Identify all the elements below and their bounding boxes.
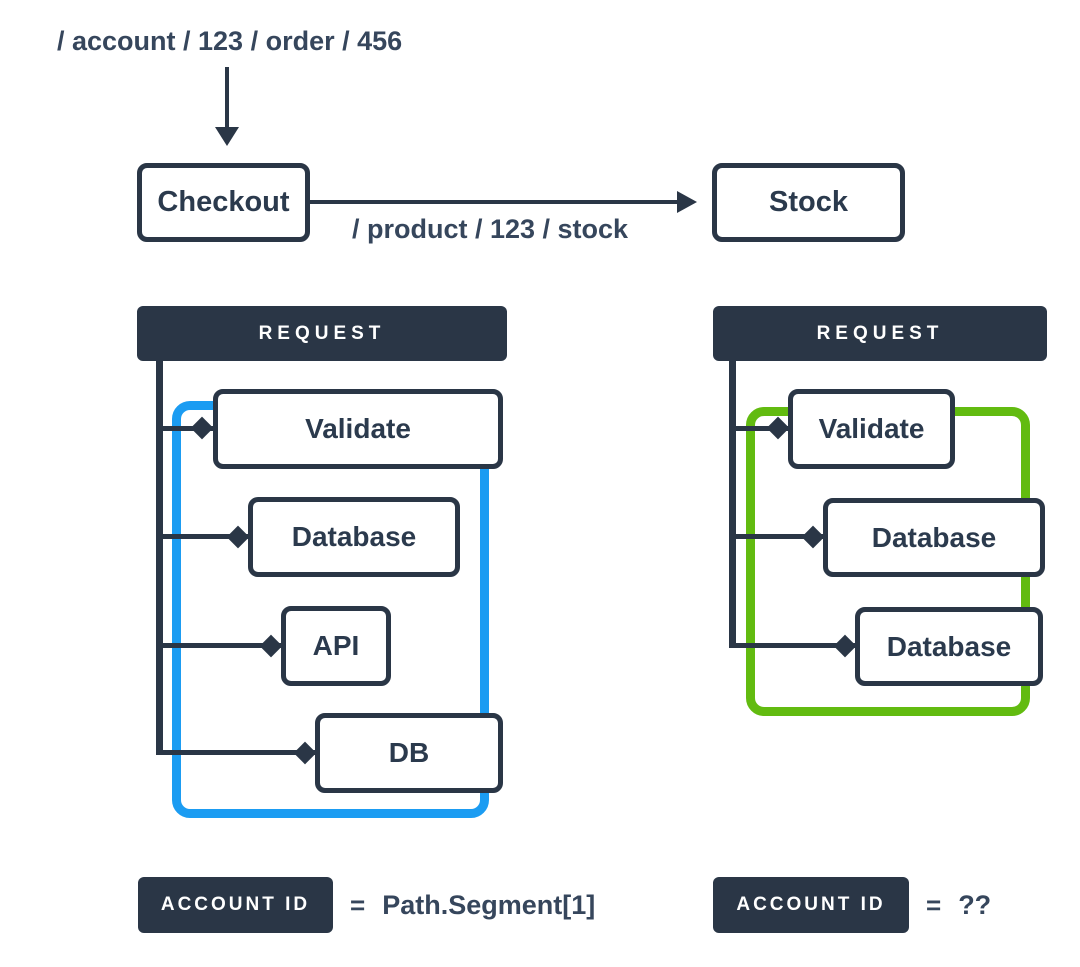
left-trunk-line: [156, 361, 163, 755]
down-arrowhead-icon: [215, 127, 239, 146]
left-step-validate-box: Validate: [213, 389, 503, 469]
down-arrow-line: [225, 67, 229, 128]
equals-sign: =: [350, 889, 366, 920]
left-account-id-row: ACCOUNT ID = Path.Segment[1]: [138, 877, 595, 933]
left-step-database-box: Database: [248, 497, 460, 577]
left-step-db-box: DB: [315, 713, 503, 793]
right-step-database2-box: Database: [855, 607, 1043, 686]
right-branch-line: [729, 534, 825, 539]
right-trunk-line: [729, 361, 736, 648]
equals-sign: =: [926, 889, 942, 920]
right-step-database-box: Database: [823, 498, 1045, 577]
request-arrow-line: [310, 200, 678, 204]
stock-service-box: Stock: [712, 163, 905, 242]
left-branch-line: [156, 534, 250, 539]
right-branch-line: [729, 643, 857, 648]
right-account-id-row: ACCOUNT ID = ??: [713, 877, 991, 933]
left-account-id-badge: ACCOUNT ID: [138, 877, 333, 933]
right-branch-line: [729, 426, 790, 431]
left-account-id-value: Path.Segment[1]: [382, 889, 596, 920]
left-branch-line: [156, 426, 215, 431]
right-request-header: REQUEST: [713, 306, 1047, 361]
outgoing-path-label: / product / 123 / stock: [352, 214, 629, 244]
right-step-validate-box: Validate: [788, 389, 955, 469]
left-step-api-box: API: [281, 606, 391, 686]
left-request-header: REQUEST: [137, 306, 507, 361]
right-account-id-badge: ACCOUNT ID: [713, 877, 909, 933]
left-branch-line: [156, 643, 283, 648]
right-account-id-value: ??: [958, 889, 992, 920]
left-branch-line: [156, 750, 317, 755]
checkout-service-box: Checkout: [137, 163, 310, 242]
right-arrowhead-icon: [677, 191, 697, 213]
incoming-path-label: / account / 123 / order / 456: [57, 26, 403, 56]
